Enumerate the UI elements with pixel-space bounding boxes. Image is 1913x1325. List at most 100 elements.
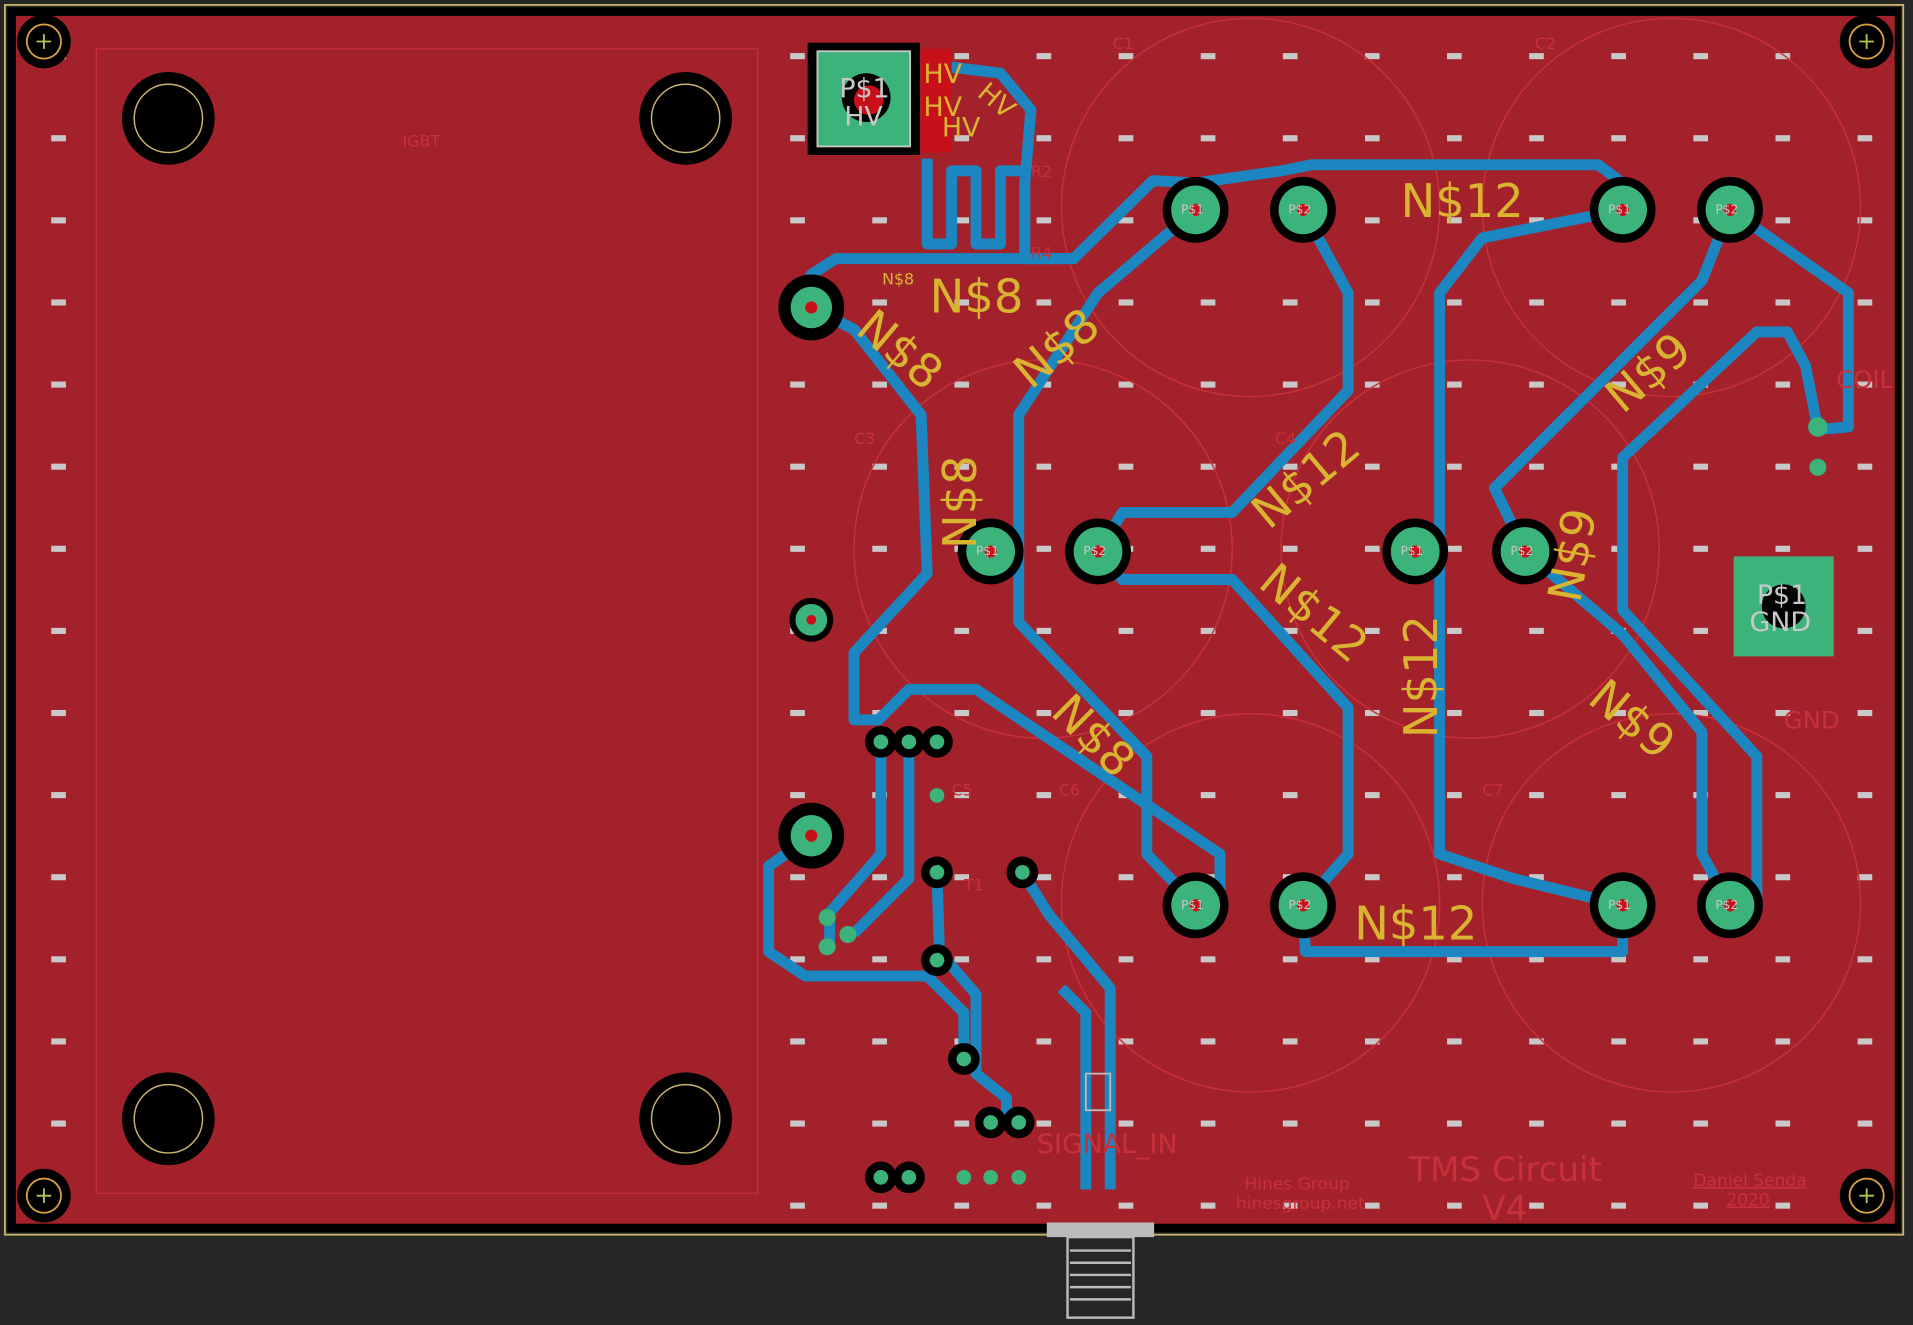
via-dot: [872, 1202, 887, 1209]
sma-connector[interactable]: [1046, 1072, 1155, 1319]
via-dot: [1282, 1120, 1298, 1127]
via-dot: [1611, 709, 1626, 717]
via-dot: [1775, 1202, 1791, 1209]
via-dot: [1693, 627, 1709, 634]
via-dot: [1611, 299, 1626, 306]
pad-label: P$1: [976, 544, 999, 558]
via-dot: [1364, 792, 1380, 799]
via-dot: [1857, 1038, 1873, 1045]
net-label: N$8: [930, 269, 1024, 323]
via-dot: [1036, 1038, 1052, 1045]
via-dot: [954, 874, 970, 881]
part-label: C3: [854, 429, 875, 448]
part-label: C6: [1059, 780, 1080, 799]
part-label: C2: [1535, 34, 1556, 53]
via-dot: [790, 1202, 805, 1209]
via-dot: [1036, 1202, 1052, 1209]
via-dot: [790, 463, 805, 470]
capacitor-pad[interactable]: [1189, 203, 1202, 216]
via-dot: [790, 709, 805, 717]
part-label: GND: [1784, 705, 1840, 734]
via-dot: [1036, 53, 1052, 60]
via-dot: [1775, 463, 1791, 470]
via-dot: [1364, 709, 1380, 717]
via-dot: [1447, 627, 1462, 634]
gnd-terminal-pad[interactable]: [1733, 556, 1834, 657]
board-year: 2020: [1726, 1190, 1769, 1210]
via-dot: [1775, 299, 1791, 306]
via-dot: [872, 463, 887, 470]
capacitor-pad[interactable]: [1189, 899, 1202, 912]
via-dot: [1775, 53, 1791, 60]
via-dot: [872, 1038, 887, 1045]
net-label: N$12: [1354, 896, 1477, 950]
igbt-module-outline: [95, 48, 759, 1194]
via-dot: [1118, 627, 1134, 634]
via-dot: [1857, 709, 1873, 717]
via-dot: [790, 217, 805, 224]
via-dot: [1529, 627, 1544, 634]
via-dot: [1200, 299, 1216, 306]
via-dot: [1200, 135, 1216, 142]
capacitor-pad[interactable]: [1723, 899, 1737, 912]
via-dot: [954, 53, 970, 60]
via-dot: [1529, 217, 1544, 224]
via-dot: [1364, 1120, 1380, 1127]
via-dot: [1282, 792, 1298, 799]
via-dot: [1036, 217, 1052, 224]
via-dot: [51, 1120, 66, 1127]
via-dot: [1036, 299, 1052, 306]
part-label: COIL: [1836, 365, 1893, 394]
via-dot: [1529, 381, 1544, 388]
net-label: N$12: [1394, 615, 1448, 738]
via-dot: [1036, 545, 1052, 552]
via-dot: [790, 135, 805, 142]
via-dot: [954, 381, 970, 388]
pad-name: P$1: [839, 74, 889, 105]
via-dot: [1036, 709, 1052, 717]
via-dot: [1611, 1038, 1626, 1045]
capacitor-pad[interactable]: [1409, 545, 1422, 558]
capacitor-pad[interactable]: [1296, 203, 1310, 216]
capacitor-pad[interactable]: [1616, 203, 1629, 216]
via-dot: [1118, 135, 1134, 142]
pad-label: P$2: [1083, 544, 1106, 558]
via-dot: [1529, 53, 1544, 60]
pad-label: P$1: [1608, 898, 1631, 912]
via-dot: [954, 299, 970, 306]
net-label: N$8: [933, 455, 987, 549]
hv-label: HV: [942, 113, 981, 144]
via-dot: [1857, 874, 1873, 881]
via-dot: [1282, 1202, 1298, 1209]
capacitor-pad[interactable]: [1616, 899, 1629, 912]
via-dot: [1529, 299, 1544, 306]
capacitor-pad[interactable]: [1296, 899, 1310, 912]
via-dot: [51, 545, 66, 552]
pad-label: P$1: [1401, 544, 1424, 558]
via-dot: [1529, 135, 1544, 142]
capacitor-pad[interactable]: [984, 545, 997, 558]
connector-label: SIGNAL_IN: [1037, 1129, 1178, 1160]
via-dot: [1118, 1202, 1134, 1209]
via-dot: [1036, 463, 1052, 470]
hv-terminal-pad[interactable]: [807, 42, 952, 155]
board-version: V4: [1482, 1189, 1527, 1229]
via-dot: [1364, 1202, 1380, 1209]
capacitor-pad[interactable]: [1518, 545, 1532, 558]
via-dot: [1693, 956, 1709, 963]
capacitor-pad[interactable]: [1723, 203, 1737, 216]
via-dot: [1611, 792, 1626, 799]
via-dot: [872, 874, 887, 881]
net-label-small: N$8: [882, 269, 914, 288]
via-dot: [954, 792, 970, 799]
via-dot: [1775, 217, 1791, 224]
via-dot: [1447, 1120, 1462, 1127]
via-dot: [51, 135, 66, 142]
via-dot: [1775, 956, 1791, 963]
via-dot: [954, 217, 970, 224]
capacitor-pad[interactable]: [1091, 545, 1105, 558]
via-dot: [1857, 463, 1873, 470]
via-dot: [1364, 627, 1380, 634]
